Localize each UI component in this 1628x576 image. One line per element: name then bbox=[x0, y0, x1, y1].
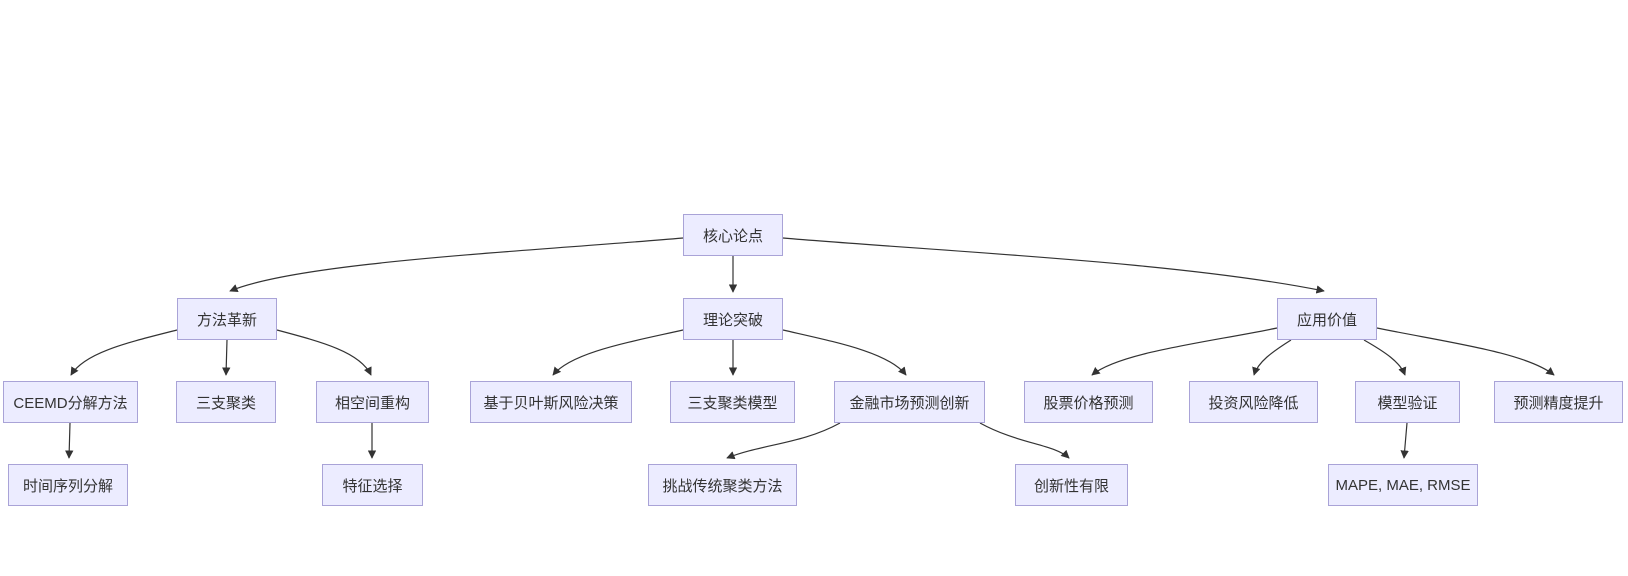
node-theory-breakthrough: 理论突破 bbox=[683, 298, 783, 340]
edge-financial-limited bbox=[979, 422, 1070, 459]
node-prediction-accuracy-improvement: 预测精度提升 bbox=[1494, 381, 1623, 423]
node-challenge-traditional-clustering-methods: 挑战传统聚类方法 bbox=[648, 464, 797, 506]
node-model-validation: 模型验证 bbox=[1355, 381, 1460, 423]
edge-core-application bbox=[782, 237, 1325, 294]
node-three-way-clustering: 三支聚类 bbox=[176, 381, 276, 423]
node-three-way-clustering-model: 三支聚类模型 bbox=[670, 381, 795, 423]
edge-theory-bayes bbox=[552, 329, 684, 376]
node-phase-space-reconstruction: 相空间重构 bbox=[316, 381, 429, 423]
edge-method-ceemd bbox=[70, 329, 178, 376]
edge-financial-challenge bbox=[726, 422, 841, 460]
edge-application-stock bbox=[1091, 327, 1278, 376]
edge-method-threeway bbox=[222, 339, 231, 376]
edge-application-validation bbox=[1363, 339, 1407, 376]
node-evaluation-metrics: MAPE, MAE, RMSE bbox=[1328, 464, 1478, 506]
node-method-innovation: 方法革新 bbox=[177, 298, 277, 340]
node-ceemd-decomposition-method: CEEMD分解方法 bbox=[3, 381, 138, 423]
edge-method-phase bbox=[276, 329, 372, 376]
node-feature-selection: 特征选择 bbox=[322, 464, 423, 506]
node-investment-risk-reduction: 投资风险降低 bbox=[1189, 381, 1318, 423]
edge-core-method bbox=[229, 237, 684, 292]
node-financial-market-prediction-innovation: 金融市场预测创新 bbox=[834, 381, 985, 423]
edge-validation-metrics bbox=[1400, 422, 1409, 459]
edge-theory-financial bbox=[782, 329, 907, 376]
edge-application-risk bbox=[1252, 339, 1292, 376]
edge-ceemd-timeseries bbox=[65, 422, 74, 459]
node-time-series-decomposition: 时间序列分解 bbox=[8, 464, 128, 506]
node-stock-price-prediction: 股票价格预测 bbox=[1024, 381, 1153, 423]
node-application-value: 应用价值 bbox=[1277, 298, 1377, 340]
node-limited-innovation: 创新性有限 bbox=[1015, 464, 1128, 506]
edge-application-accuracy bbox=[1376, 327, 1555, 376]
node-core-argument: 核心论点 bbox=[683, 214, 783, 256]
node-bayesian-risk-decision: 基于贝叶斯风险决策 bbox=[470, 381, 632, 423]
